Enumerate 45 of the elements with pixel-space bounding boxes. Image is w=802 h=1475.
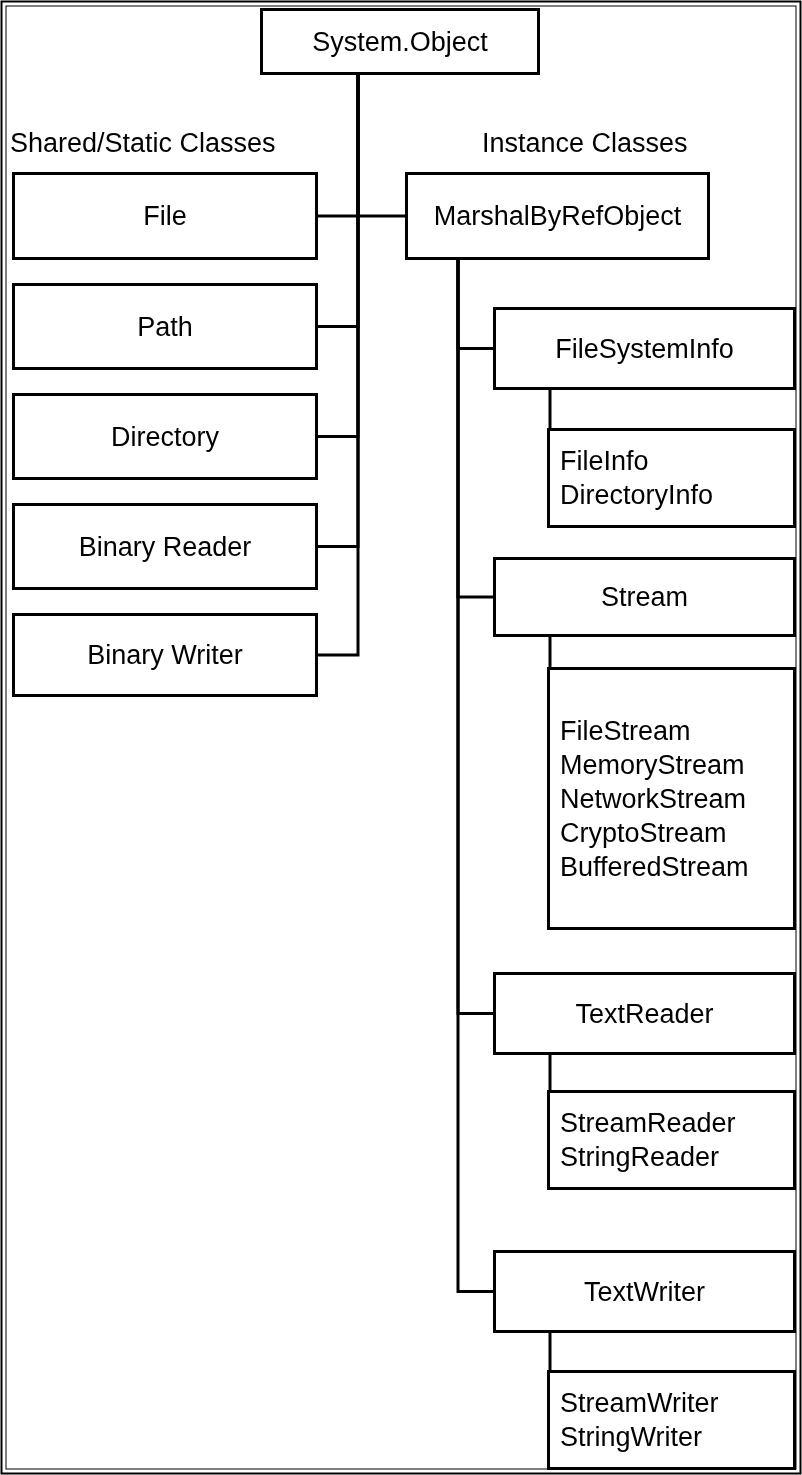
connector-line	[356, 75, 405, 218]
class-box	[405, 172, 710, 260]
class-name: Binary Writer	[87, 639, 243, 672]
class-box	[12, 393, 318, 480]
class-name: Binary Reader	[78, 530, 252, 564]
class-box	[12, 503, 318, 590]
class-box	[12, 283, 318, 370]
group-heading: Instance Classes	[482, 127, 688, 160]
class-box	[493, 557, 796, 637]
class-box	[547, 1090, 796, 1190]
class-name: CryptoStream	[560, 816, 727, 850]
class-box	[547, 667, 796, 930]
class-box	[547, 1370, 796, 1470]
class-name: NetworkStream	[560, 782, 747, 816]
group-heading: Shared/Static Classes	[10, 127, 276, 160]
connector-line	[548, 390, 552, 428]
class-name: StringReader	[560, 1141, 720, 1174]
class-name: MarshalByRefObject	[433, 200, 682, 233]
class-name: File	[143, 200, 187, 233]
class-box	[12, 613, 318, 697]
class-name: StreamWriter	[560, 1387, 719, 1420]
class-box	[493, 1250, 796, 1333]
class-name: Path	[137, 310, 193, 344]
class-name: TextWriter	[584, 1275, 705, 1309]
class-box	[493, 972, 796, 1055]
class-name: System.Object	[312, 25, 488, 59]
class-box	[260, 8, 540, 75]
class-name: Directory	[111, 420, 219, 454]
class-box	[493, 307, 796, 390]
class-name: DirectoryInfo	[560, 479, 714, 512]
connector-line	[548, 1055, 552, 1090]
connector-line	[548, 1333, 552, 1370]
class-name: Stream	[601, 581, 688, 614]
connector-line	[456, 260, 493, 1293]
class-name: FileInfo	[560, 445, 649, 478]
class-box	[12, 172, 318, 260]
class-name: TextReader	[575, 997, 714, 1031]
class-box	[547, 428, 796, 528]
class-name: FileStream	[560, 714, 691, 748]
class-name: StringWriter	[560, 1421, 703, 1454]
connector-line	[548, 637, 552, 667]
class-name: BufferedStream	[560, 850, 749, 884]
class-name: MemoryStream	[560, 748, 745, 782]
class-name: FileSystemInfo	[555, 332, 734, 366]
class-name: StreamReader	[560, 1107, 736, 1140]
